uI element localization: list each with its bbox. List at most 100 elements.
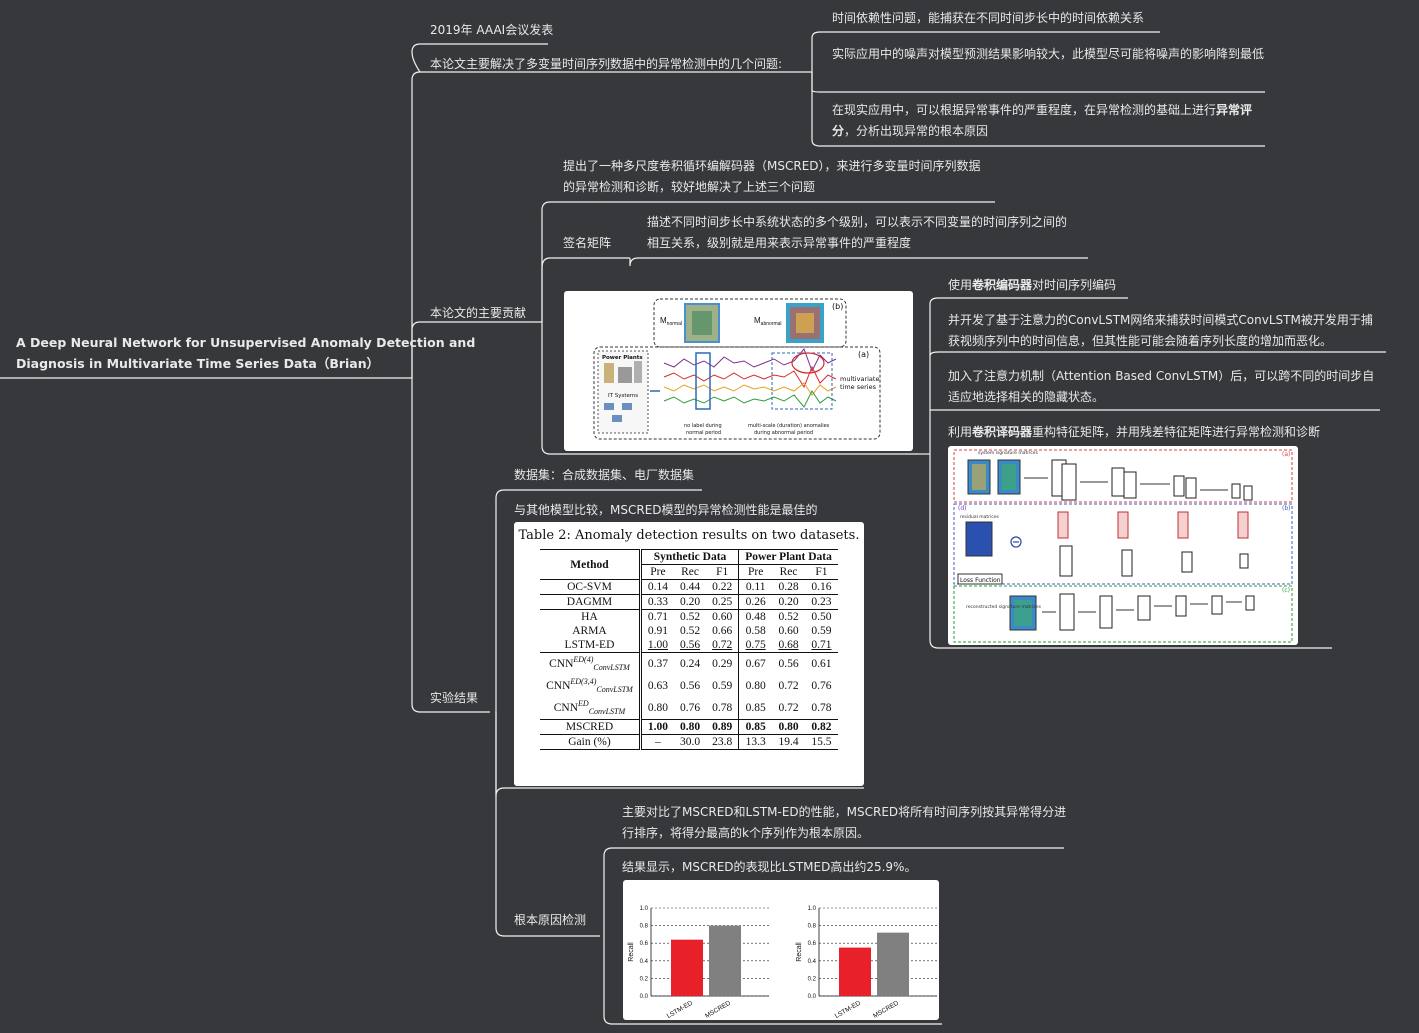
- fig1-label-b: (b): [832, 302, 843, 311]
- node-problems[interactable]: 本论文主要解决了多变量时间序列数据中的异常检测中的几个问题:: [430, 57, 783, 71]
- value-cell: 0.59: [706, 675, 740, 698]
- m-normal-label: Mnormal: [660, 316, 682, 327]
- value-cell: 0.89: [706, 719, 740, 735]
- node-problem-3[interactable]: 在现实应用中，可以根据异常事件的严重程度，在异常检测的基础上进行异常评分，分析出…: [832, 100, 1264, 142]
- method-name: DAGMM: [566, 596, 613, 608]
- y-tick-label: 0.6: [640, 941, 649, 947]
- y-tick-label: 0.4: [640, 959, 649, 965]
- value-cell: 0.80: [647, 702, 668, 715]
- node-conv-decoder[interactable]: 利用卷积译码器重构特征矩阵，并用残差特征矩阵进行异常检测和诊断: [948, 422, 1320, 443]
- contrib-intro-line2: 的异常检测和诊断，较好地解决了上述三个问题: [563, 180, 816, 194]
- method-cell: CNNED(4)ConvLSTM: [540, 652, 642, 676]
- contrib-branch: [541, 201, 995, 322]
- method-cell: LSTM-ED: [540, 638, 642, 653]
- x-tick-label: LSTM-ED: [666, 1000, 694, 1020]
- figure-mscred-overview: Mnormal Mabnormal (b) (a) Power Plants I…: [564, 291, 913, 451]
- signature-desc-line1: 描述不同时间步长中系统状态的多个级别，可以表示不同变量的时间序列之间的: [647, 215, 1068, 229]
- no-label-line2: normal period: [686, 430, 721, 436]
- method-sub: ConvLSTM: [593, 663, 630, 673]
- value-cell: 1.00: [640, 719, 674, 735]
- value-cell: 0.71: [811, 639, 832, 651]
- problem-3-bold: 异常评分: [832, 103, 1253, 138]
- node-conv-encoder[interactable]: 使用卷积编码器对时间序列编码: [948, 275, 1116, 296]
- y-tick-label: 0.0: [808, 994, 817, 1000]
- y-tick-label: 0.4: [808, 959, 817, 965]
- value-cell: 0.91: [647, 625, 668, 637]
- node-experiments[interactable]: 实验结果: [430, 691, 479, 705]
- value-cell: –: [640, 734, 674, 750]
- no-label-line1: no label during: [684, 423, 722, 429]
- value-cell: 0.59: [811, 625, 832, 637]
- bar-lstm-ed: [671, 939, 703, 996]
- value-cell: 0.25: [706, 594, 740, 610]
- node-rc-desc[interactable]: 主要对比了MSCRED和LSTM-ED的性能，MSCRED将所有时间序列按其异常…: [622, 802, 1066, 844]
- method-name: CNN: [553, 702, 579, 715]
- bar-mscred: [709, 925, 741, 996]
- col-sub: Rec: [779, 566, 798, 578]
- value-cell: 0.72: [778, 702, 799, 715]
- method-name: MSCRED: [565, 721, 614, 734]
- multivariate-label: multivariate: [840, 375, 879, 383]
- node-published[interactable]: 2019年 AAAI会议发表: [430, 23, 554, 37]
- fig1-label-a: (a): [858, 350, 869, 359]
- method-sub: ConvLSTM: [596, 685, 633, 695]
- dec-text-a: 利用: [948, 425, 973, 439]
- multiscale-line1: multi-scale (duration) anomalies: [748, 423, 830, 429]
- value-cell: 1.00: [647, 639, 668, 651]
- value-cell: 0.56: [772, 652, 805, 676]
- value-cell: 15.5: [804, 734, 838, 750]
- node-problem-2[interactable]: 实际应用中的噪声对模型预测结果影响较大，此模型尽可能将噪声的影响降到最低: [832, 47, 1265, 61]
- fig2-label-b: (b): [1282, 505, 1291, 512]
- value-cell: 0.85: [738, 719, 773, 735]
- root-trunk: [411, 71, 421, 378]
- node-attention[interactable]: 加入了注意力机制（Attention Based ConvLSTM）后，可以跨不…: [948, 369, 1375, 404]
- x-tick-label: MSCRED: [704, 1000, 732, 1020]
- node-contributions[interactable]: 本论文的主要贡献: [430, 306, 527, 320]
- value-cell: 0.22: [706, 579, 740, 595]
- col-method: Method: [540, 549, 642, 580]
- node-contrib-intro[interactable]: 提出了一种多尺度卷积循环编解码器（MSCRED），来进行多变量时间序列数据 的异…: [563, 156, 981, 198]
- node-problem-1[interactable]: 时间依赖性问题，能捕获在不同时间步长中的时间依赖关系: [832, 11, 1145, 25]
- published-line: [411, 43, 548, 53]
- value-cell: 0.67: [738, 652, 773, 676]
- y-tick-label: 1.0: [640, 906, 649, 912]
- node-signature[interactable]: 签名矩阵: [563, 236, 612, 250]
- problem-3-text-a: 在现实应用中，可以根据异常事件的严重程度，在异常检测的基础上进行: [832, 103, 1217, 117]
- value-cell: 0.44: [673, 579, 707, 595]
- value-cell: 0.61: [804, 652, 838, 676]
- fig2-label-c: (c): [1282, 587, 1290, 594]
- method-cell: Gain (%): [540, 734, 642, 750]
- col-sub: F1: [815, 566, 828, 578]
- contrib-intro-line1: 提出了一种多尺度卷积循环编解码器（MSCRED），来进行多变量时间序列数据: [563, 159, 981, 173]
- rc-branch: [603, 847, 1064, 936]
- root-title[interactable]: A Deep Neural Network for Unsupervised A…: [16, 332, 475, 374]
- y-axis-label: Recall: [796, 942, 803, 962]
- enc-text-a: 使用: [948, 278, 973, 292]
- value-cell: 0.24: [673, 652, 707, 676]
- node-comparison[interactable]: 与其他模型比较，MSCRED模型的异常检测性能是最佳的: [514, 503, 818, 517]
- node-datasets[interactable]: 数据集：合成数据集、电厂数据集: [514, 468, 695, 482]
- method-cell: MSCRED: [540, 719, 642, 735]
- node-rc-result[interactable]: 结果显示，MSCRED的表现比LSTMED高出约25.9%。: [622, 860, 917, 874]
- node-convlstm[interactable]: 并开发了基于注意力的ConvLSTM网络来捕获时间模式ConvLSTM被开发用于…: [948, 313, 1373, 348]
- node-signature-desc[interactable]: 描述不同时间步长中系统状态的多个级别，可以表示不同变量的时间序列之间的 相互关系…: [647, 212, 1067, 254]
- value-cell: 0.14: [640, 579, 674, 595]
- value-cell: 0.68: [778, 639, 799, 651]
- results-table: Method Synthetic Data Power Plant Data P…: [540, 549, 838, 750]
- value-cell: 0.60: [778, 625, 799, 637]
- rc-desc-line2: 行排序，将得分最高的k个序列作为根本原因。: [622, 826, 869, 840]
- value-cell: 0.23: [804, 594, 838, 610]
- y-tick-label: 0.2: [808, 976, 817, 982]
- bar-mscred: [877, 932, 909, 996]
- col-group-synthetic: Synthetic Data: [640, 549, 740, 565]
- method-sup: ED(3,4): [570, 677, 597, 687]
- node-root-cause[interactable]: 根本原因检测: [514, 913, 587, 927]
- problem-3-text-b: ，分析出现异常的根本原因: [844, 124, 989, 138]
